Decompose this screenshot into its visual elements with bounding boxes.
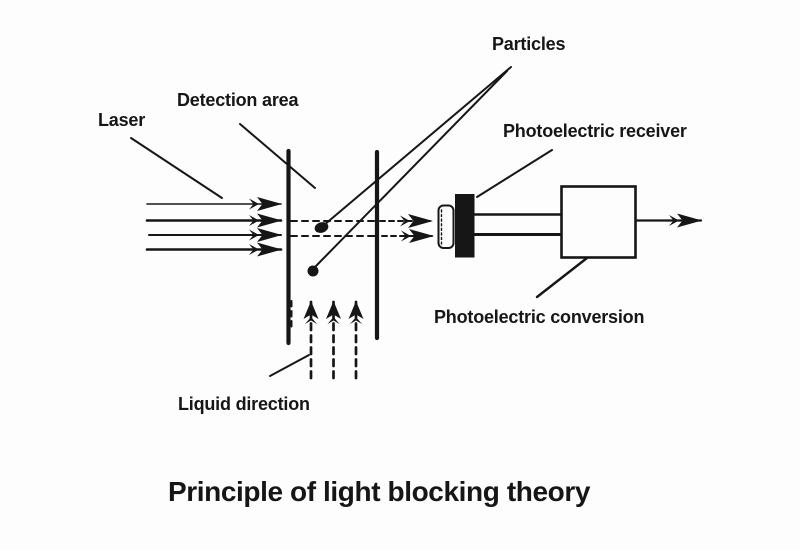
particles-leader-line-1 — [316, 66, 512, 232]
particles-leader-line-2 — [315, 70, 508, 267]
particle-dot — [307, 265, 319, 277]
receiver-lens — [437, 204, 455, 249]
detection-area-label: Detection area — [177, 90, 299, 110]
conversion-leader-line — [535, 256, 589, 299]
laser-beam-arrows — [145, 197, 283, 257]
laser-label: Laser — [98, 110, 146, 130]
detection-area-leader-line — [239, 123, 316, 189]
figure-title: Principle of light blocking theory — [168, 476, 590, 507]
liquid-direction-label: Liquid direction — [178, 394, 310, 414]
liquid-flow-arrows — [303, 300, 364, 380]
particles-label: Particles — [492, 34, 566, 54]
liquid-direction-leader-line — [269, 354, 310, 377]
receiver-leader-line — [476, 149, 553, 198]
photoelectric-conversion-label: Photoelectric conversion — [434, 307, 645, 327]
photoelectric-receiver-label: Photoelectric receiver — [503, 121, 687, 141]
conversion-box — [560, 185, 637, 259]
receiver-sensor-block — [455, 194, 475, 258]
particle-blob — [314, 222, 329, 233]
laser-leader-line — [130, 137, 223, 199]
